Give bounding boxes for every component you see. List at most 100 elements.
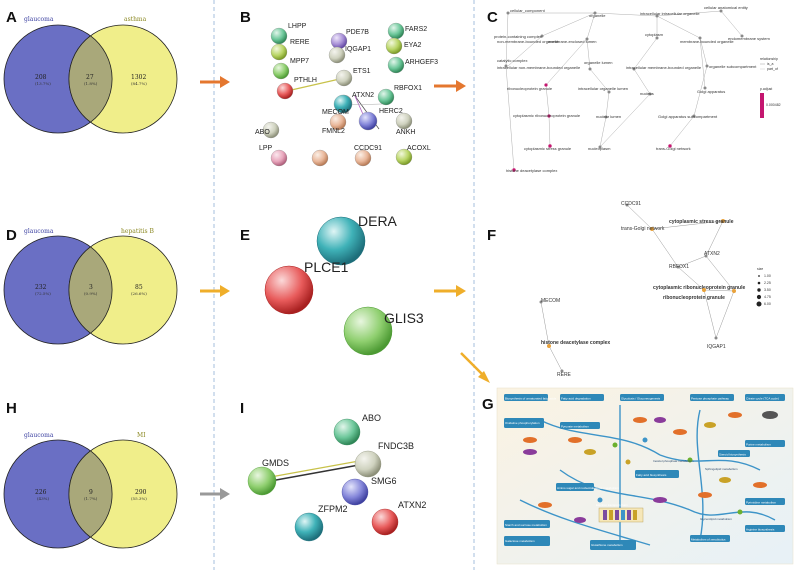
go-f-size-legend: size 1.00 2.25 3.50 4.75 6.00 bbox=[756, 267, 771, 307]
go-term-21: Golgi apparatus subcompartment bbox=[658, 114, 718, 119]
kegg-label-10: Galactose metabolism bbox=[505, 539, 535, 543]
go-term-18: cytoplasmic ribonucleoprotein granule bbox=[513, 113, 581, 118]
kegg-label-14: Arginine biosynthesis bbox=[746, 528, 775, 532]
venn-a: glaucoma asthma 208 (13.7%) 27 (1.8%) 13… bbox=[3, 16, 178, 134]
node-arhgef3 bbox=[387, 56, 405, 74]
label-rere: RERE bbox=[290, 39, 310, 46]
go-c-padj-bar bbox=[760, 93, 764, 118]
node-rbfox1 bbox=[377, 88, 395, 106]
panel-label-c: C bbox=[487, 9, 498, 26]
label-herc2: HERC2 bbox=[379, 108, 403, 115]
go-f-rbfox1: RBFOX1 bbox=[669, 264, 689, 270]
venn-d: glaucoma hepatitis B 232 (72.5%) 3 (0.9%… bbox=[3, 228, 178, 345]
venn-h: glaucoma MI 226 (43%) 9 (1.7%) 290 (55.3… bbox=[3, 432, 178, 549]
kegg-label-20: Electron transport chain bbox=[596, 503, 628, 507]
node-fars2 bbox=[387, 22, 405, 40]
go-term-22: cytoplasmic stress granule bbox=[524, 146, 572, 151]
venn-a-overlap-pct: (1.8%) bbox=[84, 81, 98, 86]
kegg-label-19: Glycerolipid metabolism bbox=[700, 517, 732, 521]
venn-d-right-count: 85 bbox=[135, 284, 143, 291]
label-atxn2-i: ATXN2 bbox=[398, 500, 426, 510]
panel-label-h: H bbox=[6, 400, 17, 417]
arrow-d-to-e bbox=[200, 285, 230, 297]
venn-a-left-pct: (13.7%) bbox=[35, 81, 51, 86]
panel-label-a: A bbox=[6, 9, 17, 26]
venn-a-overlap-count: 27 bbox=[86, 74, 94, 81]
node-zfpm2 bbox=[294, 512, 324, 542]
go-term-16: intracellular organelle lumen bbox=[578, 86, 628, 91]
venn-a-left-label: glaucoma bbox=[24, 16, 54, 23]
label-acoxl: ACOXL bbox=[407, 145, 431, 152]
go-dag-c-nodes: cellular_component organelle intracellul… bbox=[494, 5, 770, 173]
go-f-size-1: 2.25 bbox=[764, 281, 771, 285]
node-smg6 bbox=[341, 478, 369, 506]
go-f-crnpg: cytoplasmic ribonucleoprotein granule bbox=[653, 285, 745, 291]
go-term-9: endomembrane system bbox=[728, 36, 770, 41]
go-f-tgn: trans-Golgi network bbox=[621, 226, 665, 232]
label-fars2: FARS2 bbox=[405, 26, 427, 33]
go-term-24: trans-Golgi network bbox=[656, 146, 691, 151]
go-c-legend: relationship is_a part_of p.adjust 0.000… bbox=[760, 57, 781, 118]
go-c-padj-value: 0.000482 bbox=[766, 103, 781, 107]
go-f-size-title: size bbox=[757, 267, 763, 271]
label-eya2: EYA2 bbox=[404, 42, 421, 49]
go-c-legend-title: relationship bbox=[760, 57, 778, 61]
kegg-label-7: Fatty acid biosynthesis bbox=[636, 473, 667, 477]
label-lpp: LPP bbox=[259, 145, 273, 152]
node-eya2 bbox=[385, 37, 403, 55]
venn-a-left-count: 208 bbox=[35, 74, 47, 81]
kegg-label-17: Inositol phosphate metabolism bbox=[653, 459, 694, 463]
kegg-label-16: Steroid biosynthesis bbox=[719, 453, 746, 457]
go-term-19: nuclear lumen bbox=[596, 114, 621, 119]
go-term-3: cellular anatomical entity bbox=[704, 5, 748, 10]
arrow-b-to-c bbox=[434, 80, 466, 92]
label-mpp7: MPP7 bbox=[290, 58, 309, 65]
go-f-size-2: 3.50 bbox=[764, 288, 771, 292]
node-herc2 bbox=[358, 111, 378, 131]
venn-h-overlap-pct: (1.7%) bbox=[84, 496, 98, 501]
venn-h-left-count: 226 bbox=[35, 489, 47, 496]
go-term-6: membrane-enclosed lumen bbox=[548, 39, 596, 44]
node-mpp7 bbox=[272, 62, 290, 80]
go-term-12: organelle lumen bbox=[584, 60, 612, 65]
label-pthlh: PTHLH bbox=[294, 77, 317, 84]
node-fmnl2 bbox=[329, 113, 347, 131]
node-pthlh bbox=[276, 82, 294, 100]
go-f-size-4: 6.00 bbox=[764, 302, 771, 306]
node-abo bbox=[262, 121, 280, 139]
kegg-etc-strip: Electron transport chain bbox=[596, 503, 644, 523]
kegg-label-13: Pyrimidine metabolism bbox=[746, 501, 777, 505]
label-mecom: MECOM bbox=[322, 109, 349, 116]
go-f-size-3: 4.75 bbox=[764, 295, 771, 299]
go-term-4: protein-containing complex bbox=[494, 34, 542, 39]
go-f-csg: cytoplasmic stress granule bbox=[669, 219, 734, 225]
venn-a-right-pct: (84.7%) bbox=[131, 81, 147, 86]
venn-d-left-label: glaucoma bbox=[24, 228, 54, 235]
go-term-0: cellular_component bbox=[510, 8, 546, 13]
label-ccdc91: CCDC91 bbox=[354, 145, 382, 152]
go-f-size-0: 1.00 bbox=[764, 274, 771, 278]
kegg-label-2: Glycolysis / Gluconeogenesis bbox=[621, 397, 661, 401]
go-term-2: intracellular intracellular organelle bbox=[640, 11, 700, 16]
kegg-label-5: Oxidative phosphorylation bbox=[505, 421, 540, 425]
node-extra-1 bbox=[311, 149, 329, 167]
kegg-label-8: Amino sugar and nucleotide sugar metabol… bbox=[557, 486, 619, 490]
venn-h-overlap-count: 9 bbox=[89, 489, 93, 496]
label-iqgap1: IQGAP1 bbox=[345, 46, 371, 53]
node-atxn2-i bbox=[371, 508, 399, 536]
arrow-to-g bbox=[460, 352, 490, 383]
label-dera: DERA bbox=[358, 213, 398, 229]
node-mecom bbox=[333, 94, 353, 114]
go-f-atxn2: ATXN2 bbox=[704, 251, 720, 257]
go-term-14: organelle subcompartment bbox=[709, 64, 757, 69]
venn-h-right-label: MI bbox=[137, 432, 146, 439]
label-ankh: ANKH bbox=[396, 129, 415, 136]
panel-label-f: F bbox=[487, 227, 496, 244]
go-term-10: catalytic complex bbox=[497, 58, 527, 63]
venn-h-left-pct: (43%) bbox=[37, 496, 49, 501]
go-f-ccdc91: CCDC91 bbox=[621, 201, 641, 207]
kegg-label-0: Biosynthesis of unsaturated fatty acids bbox=[505, 397, 557, 401]
panel-label-e: E bbox=[240, 227, 250, 244]
kegg-map-g: Biosynthesis of unsaturated fatty acids … bbox=[496, 387, 794, 565]
